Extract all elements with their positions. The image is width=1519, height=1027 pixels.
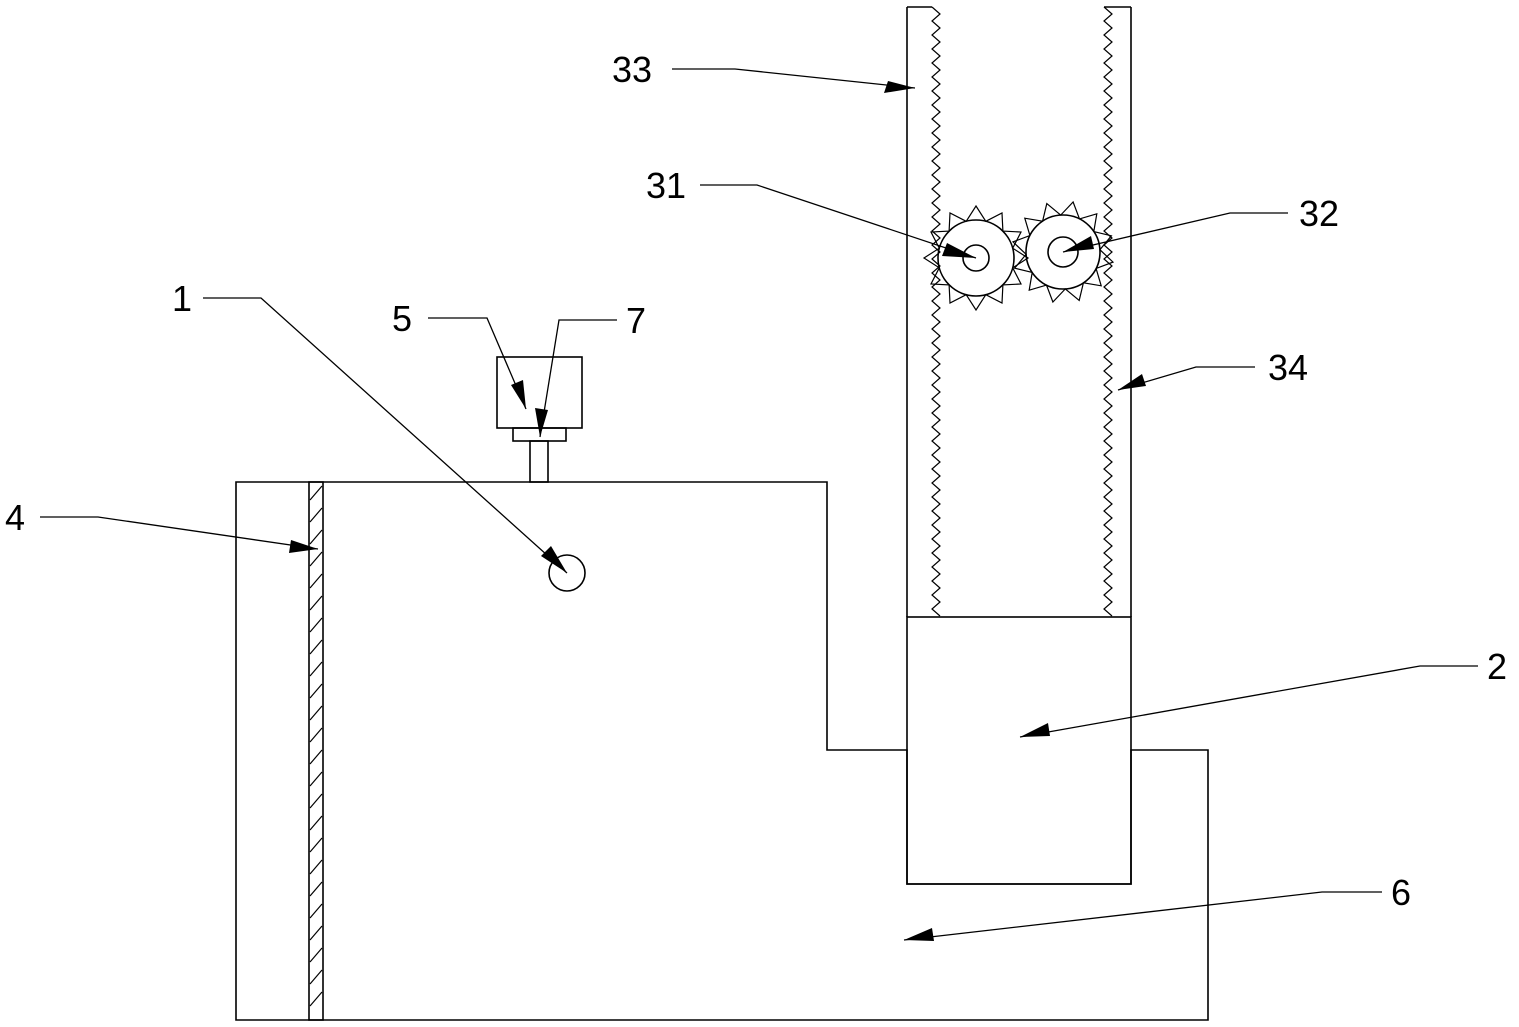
label-1: 1 [172,278,192,319]
leader-33 [672,68,916,89]
gear-32 [1011,200,1115,304]
motor-shaft [529,440,549,483]
rack-column-left [906,6,941,617]
label-32: 32 [1299,193,1339,234]
label-2: 2 [1487,646,1507,687]
side-plate [308,481,324,1021]
rack-33-teeth [931,6,941,617]
hole-circle [548,554,586,592]
gear-31-teeth [922,204,1030,312]
label-31: 31 [646,165,686,206]
leader-32 [1062,212,1288,253]
leader-31 [700,184,977,259]
label-6: 6 [1391,872,1411,913]
leader-1 [203,297,568,574]
gear-31 [922,204,1030,312]
rack-column-right [1103,6,1132,617]
label-5: 5 [392,298,412,339]
side-plate-hatching [309,485,323,1007]
gear-32-teeth [1011,200,1115,304]
leader-7 [539,319,617,438]
leader-5 [428,317,527,410]
leader-lines [40,68,1478,941]
sliding-block [906,616,1132,885]
leader-4 [40,516,319,550]
label-4: 4 [5,497,25,538]
label-33: 33 [612,49,652,90]
main-housing-outline [235,481,1209,1021]
label-34: 34 [1268,347,1308,388]
leader-2 [1019,665,1478,738]
label-7: 7 [626,300,646,341]
rack-34-teeth [1103,6,1113,617]
reference-labels: 33 31 32 34 1 5 7 4 2 6 [5,49,1507,913]
leader-6 [903,891,1382,941]
